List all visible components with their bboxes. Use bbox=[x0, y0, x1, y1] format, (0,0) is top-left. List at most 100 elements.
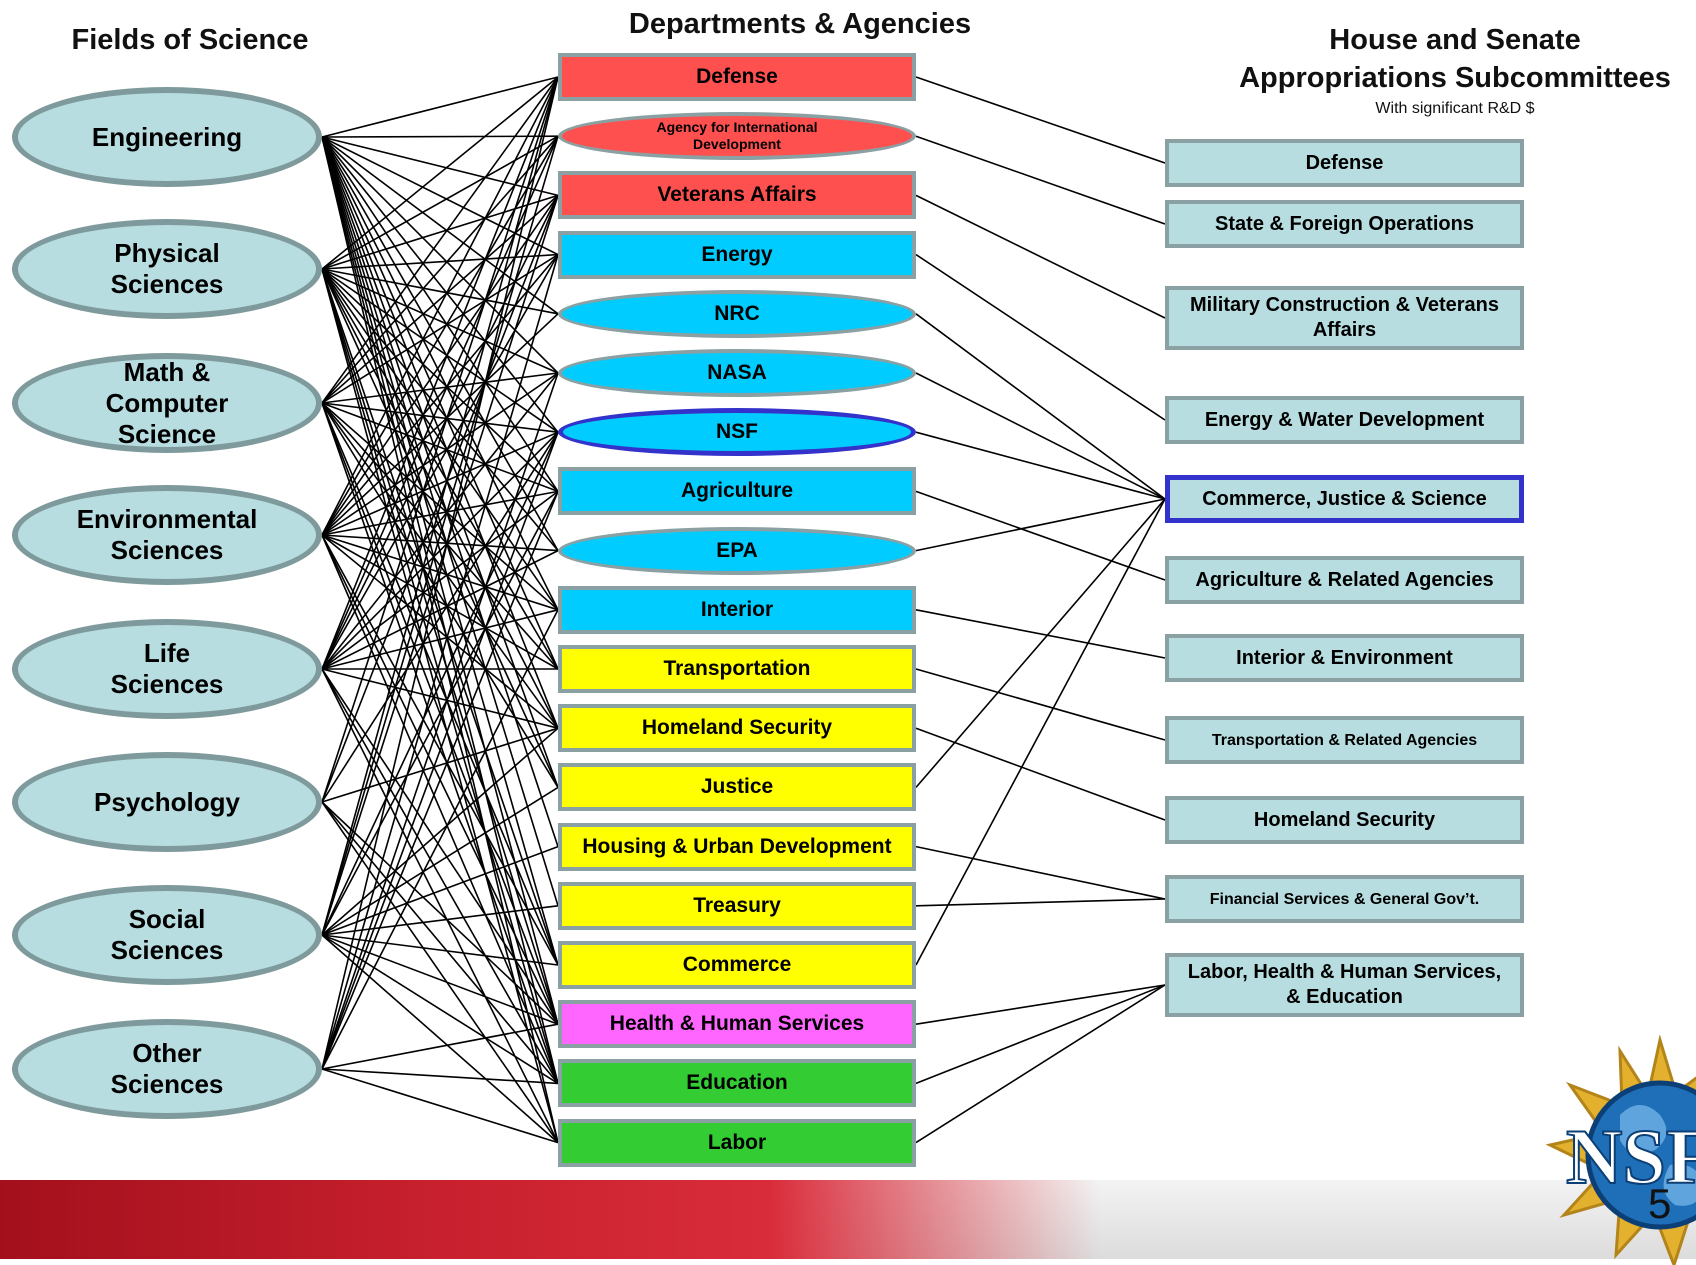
field-department-link bbox=[321, 254, 559, 536]
field-department-link bbox=[321, 431, 559, 1070]
field-department-link bbox=[321, 402, 559, 493]
field-department-link bbox=[321, 402, 559, 433]
nsf-logo: NSF bbox=[1545, 1035, 1696, 1265]
field-department-link bbox=[321, 195, 559, 670]
field-department-link bbox=[321, 268, 559, 670]
field-department-link bbox=[321, 268, 559, 1084]
footer-red-band bbox=[0, 1180, 1100, 1259]
department-veterans-affairs: Veterans Affairs bbox=[558, 171, 916, 220]
department-defense: Defense bbox=[558, 53, 916, 101]
field-department-link bbox=[321, 431, 559, 803]
field-department-link bbox=[321, 1068, 559, 1144]
field-department-link bbox=[321, 431, 559, 536]
field-department-link bbox=[321, 268, 559, 1143]
field-department-link bbox=[321, 135, 559, 270]
field-department-link bbox=[321, 135, 559, 936]
department-interior: Interior bbox=[558, 585, 916, 634]
field-department-link bbox=[321, 76, 559, 270]
department-health-human-services: Health & Human Services bbox=[558, 1000, 916, 1049]
field-department-link bbox=[321, 136, 559, 847]
department-committee-link bbox=[915, 76, 1166, 164]
field-department-link bbox=[321, 1068, 559, 1085]
field-department-link bbox=[321, 934, 559, 1144]
departments-heading: Departments & Agencies bbox=[628, 8, 972, 40]
field-department-link bbox=[321, 268, 559, 1025]
department-justice: Justice bbox=[558, 763, 916, 812]
field-department-link bbox=[321, 668, 559, 1025]
department-labor: Labor bbox=[558, 1118, 916, 1167]
field-department-link bbox=[321, 254, 559, 1070]
field-department-link bbox=[321, 534, 559, 1084]
field-department-link bbox=[321, 194, 559, 536]
page-number: 5 bbox=[1648, 1180, 1672, 1227]
committee-agriculture-related-agencies: Agriculture & Related Agencies bbox=[1165, 556, 1524, 604]
department-committee-link bbox=[915, 984, 1166, 1025]
committee-military-construction-veterans-affairs: Military Construction & Veterans Affairs bbox=[1165, 286, 1524, 350]
field-department-link bbox=[321, 194, 559, 404]
committee-commerce-justice-science: Commerce, Justice & Science bbox=[1165, 475, 1524, 523]
department-committee-link bbox=[915, 668, 1166, 741]
field-department-link bbox=[321, 194, 559, 270]
field-department-link bbox=[321, 268, 559, 492]
department-education: Education bbox=[558, 1059, 916, 1108]
fields-heading: Fields of Science bbox=[71, 24, 309, 56]
field-department-link bbox=[321, 76, 559, 670]
department-nasa: NASA bbox=[558, 349, 916, 397]
committee-homeland-security: Homeland Security bbox=[1165, 796, 1524, 844]
department-committee-link bbox=[915, 845, 1166, 900]
department-committee-link bbox=[915, 194, 1166, 319]
field-department-link bbox=[321, 431, 559, 936]
field-department-link bbox=[321, 934, 559, 1085]
committee-labor-health-human-services-education: Labor, Health & Human Services, & Educat… bbox=[1165, 953, 1524, 1017]
field-psychology: Psychology bbox=[12, 752, 322, 852]
field-department-link bbox=[321, 609, 559, 1070]
department-committee-link bbox=[915, 313, 1166, 500]
department-agency-for-international-development: Agency for International Development bbox=[558, 112, 916, 161]
field-department-link bbox=[321, 136, 559, 256]
field-department-link bbox=[321, 609, 559, 670]
department-epa: EPA bbox=[558, 526, 916, 575]
field-department-link bbox=[321, 534, 559, 729]
field-physical-sciences: Physical Sciences bbox=[12, 219, 322, 319]
committee-financial-services-general-gov-t: Financial Services & General Gov’t. bbox=[1165, 875, 1524, 923]
field-department-link bbox=[321, 136, 559, 315]
department-committee-link bbox=[915, 984, 1166, 1144]
field-department-link bbox=[321, 76, 559, 138]
committees-subheading: With significant R&D $ bbox=[1375, 100, 1535, 117]
field-math-computer-science: Math & Computer Science bbox=[12, 353, 322, 453]
field-department-link bbox=[321, 534, 559, 552]
department-committee-link bbox=[915, 431, 1166, 500]
department-nsf: NSF bbox=[558, 408, 916, 457]
field-department-link bbox=[321, 313, 559, 536]
department-committee-link bbox=[915, 498, 1166, 788]
field-department-link bbox=[321, 135, 559, 536]
field-department-link bbox=[321, 727, 559, 936]
department-committee-link bbox=[915, 498, 1166, 552]
committee-defense: Defense bbox=[1165, 139, 1524, 187]
department-transportation: Transportation bbox=[558, 645, 916, 693]
field-department-link bbox=[321, 372, 559, 404]
field-department-link bbox=[321, 534, 559, 670]
field-other-sciences: Other Sciences bbox=[12, 1019, 322, 1119]
field-department-link bbox=[321, 801, 559, 1144]
field-department-link bbox=[321, 905, 559, 936]
field-department-link bbox=[321, 934, 559, 1025]
department-housing-urban-development: Housing & Urban Development bbox=[558, 822, 916, 871]
field-department-link bbox=[321, 268, 559, 374]
field-department-link bbox=[321, 135, 559, 404]
field-department-link bbox=[321, 801, 559, 1025]
field-department-link bbox=[321, 135, 559, 138]
field-department-link bbox=[321, 668, 559, 1084]
department-committee-link bbox=[915, 135, 1166, 225]
field-department-link bbox=[321, 136, 559, 433]
field-department-link bbox=[321, 253, 559, 404]
committee-interior-environment: Interior & Environment bbox=[1165, 634, 1524, 682]
department-homeland-security: Homeland Security bbox=[558, 704, 916, 753]
field-department-link bbox=[321, 268, 559, 788]
field-engineering: Engineering bbox=[12, 87, 322, 187]
field-department-link bbox=[321, 786, 559, 936]
field-department-link bbox=[321, 195, 559, 803]
field-department-link bbox=[321, 268, 559, 315]
field-department-link bbox=[321, 76, 559, 803]
